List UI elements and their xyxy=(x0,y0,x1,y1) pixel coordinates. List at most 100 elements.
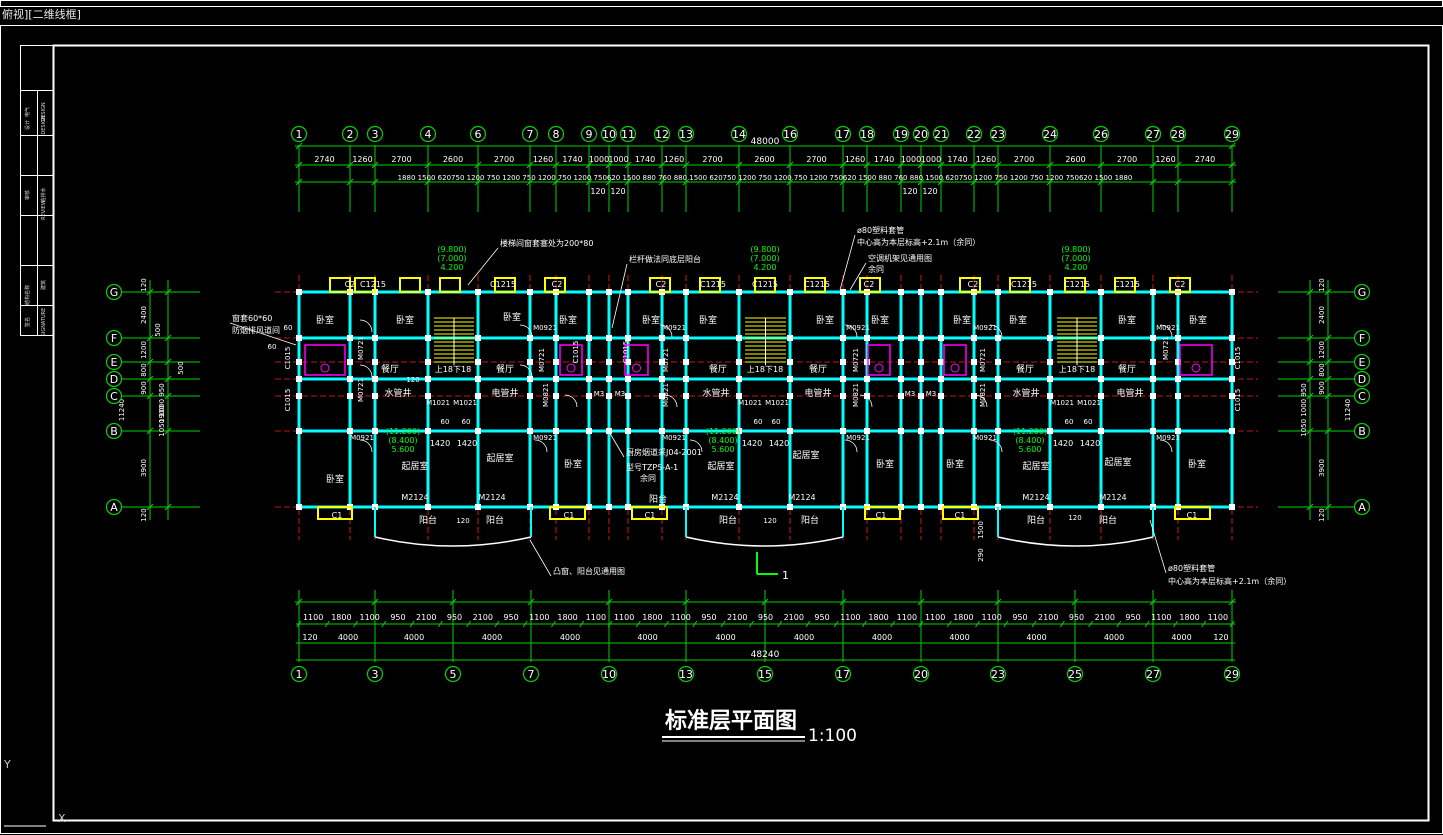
structural-column xyxy=(372,359,378,365)
dim-vertical-tick xyxy=(1324,503,1332,511)
dim-bottom-row1-tick xyxy=(449,598,457,606)
label-door-m0921: M0921 xyxy=(350,434,374,442)
structural-column xyxy=(553,335,559,341)
label-door-m2124: M2124 xyxy=(1099,493,1126,502)
dim-left-text: 120 xyxy=(140,508,148,521)
dim-top-row1-tick xyxy=(624,161,632,169)
dim-bottom-row1-text: 1800 xyxy=(557,613,577,622)
dim-left-text: 1200 xyxy=(140,341,148,359)
bathroom-fixture xyxy=(1179,344,1213,376)
structural-column xyxy=(1098,289,1104,295)
dim-top-row1-text: 2700 xyxy=(1014,155,1034,164)
structural-column xyxy=(938,359,944,365)
structural-column xyxy=(918,359,924,365)
dim-bottom-row1-tick xyxy=(664,620,669,628)
dim-vertical-tick xyxy=(1324,358,1332,366)
label-window-c1215: C1215 xyxy=(1064,280,1090,289)
label-door-m0921: M0921 xyxy=(662,434,686,442)
viewport-label[interactable]: 俯视][二维线框] xyxy=(2,8,81,21)
axis-bubble-bottom-circle xyxy=(912,665,930,683)
dim-right-text: 900 xyxy=(1318,381,1326,394)
axis-bubble-left-label: G xyxy=(110,286,119,299)
dim-bottom-row1-text: 950 xyxy=(1125,613,1140,622)
label-door-m3: M3 xyxy=(905,390,916,398)
plan-annotations: 卧室卧室卧室卧室卧室卧室卧室卧室卧室卧室卧室卧室卧室卧室卧室卧室卧室起居室起居室… xyxy=(229,225,1291,586)
structural-column xyxy=(1047,376,1053,382)
toilet-fixture xyxy=(1191,363,1201,373)
label-door-m0921: M0921 xyxy=(662,324,686,332)
window-bay-top xyxy=(399,277,421,293)
dim-bottom-row1-tick xyxy=(371,598,379,606)
label-door-m1021: M1021 xyxy=(1050,399,1074,407)
title-block-text: SIGNATURE xyxy=(41,308,47,337)
balcony-railing xyxy=(997,536,1154,547)
dim-top-row1-tick xyxy=(1174,161,1182,169)
dim-left-small: 500 xyxy=(154,323,162,336)
structural-column xyxy=(372,376,378,382)
note-bay-leader xyxy=(529,539,552,577)
dim-top-row1-text: 1000 xyxy=(901,155,921,164)
dim-bottom-row1-text: 1800 xyxy=(1179,613,1199,622)
structural-column xyxy=(296,504,302,510)
note-pipe-top-leader xyxy=(839,234,856,291)
dim-bottom-row1-text: 1100 xyxy=(303,613,323,622)
room-label-dining: 餐厅 xyxy=(1118,363,1136,375)
dim-top-total-tick xyxy=(295,142,303,150)
axis-bubble-left-circle xyxy=(105,329,123,347)
label-window-c1: C1 xyxy=(564,511,575,520)
dim-top-row1-tick xyxy=(917,161,925,169)
structural-column xyxy=(787,359,793,365)
room-label-bedroom: 卧室 xyxy=(503,311,521,323)
dim-top-row1-tick xyxy=(605,161,613,169)
dim-top-small: 120 xyxy=(610,187,625,196)
label-window-c1215: C1215 xyxy=(752,280,778,289)
structural-column xyxy=(1229,359,1235,365)
label-window-c1215: C1215 xyxy=(360,280,386,289)
structural-column xyxy=(659,428,665,434)
structural-column xyxy=(1098,393,1104,399)
dim-top-row1-text: 1000 xyxy=(608,155,628,164)
room-label-elec-shaft: 电管井 xyxy=(1116,387,1143,399)
room-label-water-shaft: 水管井 xyxy=(384,387,411,399)
dim-top-row1-tick xyxy=(371,161,379,169)
axis-bubble-bottom-label: 29 xyxy=(1225,668,1239,681)
dim-left-inner-text: 1050 1000 950 xyxy=(158,383,166,436)
note-pipe-height-bottom: 中心高为本层标高+2.1m（余同） xyxy=(1168,576,1291,586)
dim-bottom-row1-text: 950 xyxy=(814,613,829,622)
dim-bottom-row1-tick xyxy=(353,620,358,628)
structural-column xyxy=(527,393,533,399)
toilet-fixture xyxy=(874,363,884,373)
door-swing xyxy=(664,394,678,408)
bathroom-fixture xyxy=(624,344,649,376)
dim-bottom-row1-text: 950 xyxy=(390,613,405,622)
dim-bottom-row1-tick xyxy=(1144,620,1150,628)
structural-column xyxy=(586,428,592,434)
label-dim-120: 120 xyxy=(456,517,469,525)
dim-top-row1-text: 1740 xyxy=(947,155,967,164)
room-label-water-shaft: 水管井 xyxy=(1012,387,1039,399)
balcony-railing xyxy=(374,536,532,547)
structural-column xyxy=(296,376,302,382)
structural-column xyxy=(995,289,1001,295)
structural-column xyxy=(1047,393,1053,399)
window-bay-top xyxy=(649,277,671,293)
label-dim-60: 60 xyxy=(284,324,293,332)
room-label-bedroom: 卧室 xyxy=(1189,314,1207,326)
dim-top-row1-text: 1000 xyxy=(921,155,941,164)
label-door-m0821: M0821 xyxy=(979,383,987,407)
ucs-y-label: Y xyxy=(3,758,11,771)
label-dim-1420: 1420 xyxy=(457,439,477,448)
dim-vertical-tick xyxy=(1306,288,1314,296)
structural-column xyxy=(475,428,481,434)
axis-bubble-bottom-circle xyxy=(600,665,618,683)
dim-bottom-row1-tick xyxy=(551,620,556,628)
structural-column xyxy=(1175,376,1181,382)
drawing-title: 标准层平面图 xyxy=(665,708,797,734)
structural-column xyxy=(1098,376,1104,382)
window-bay-top xyxy=(804,277,826,293)
structural-column xyxy=(1098,428,1104,434)
dim-vertical-tick xyxy=(1306,503,1314,511)
structural-column xyxy=(1229,376,1235,382)
window-bay-top xyxy=(1009,277,1031,293)
